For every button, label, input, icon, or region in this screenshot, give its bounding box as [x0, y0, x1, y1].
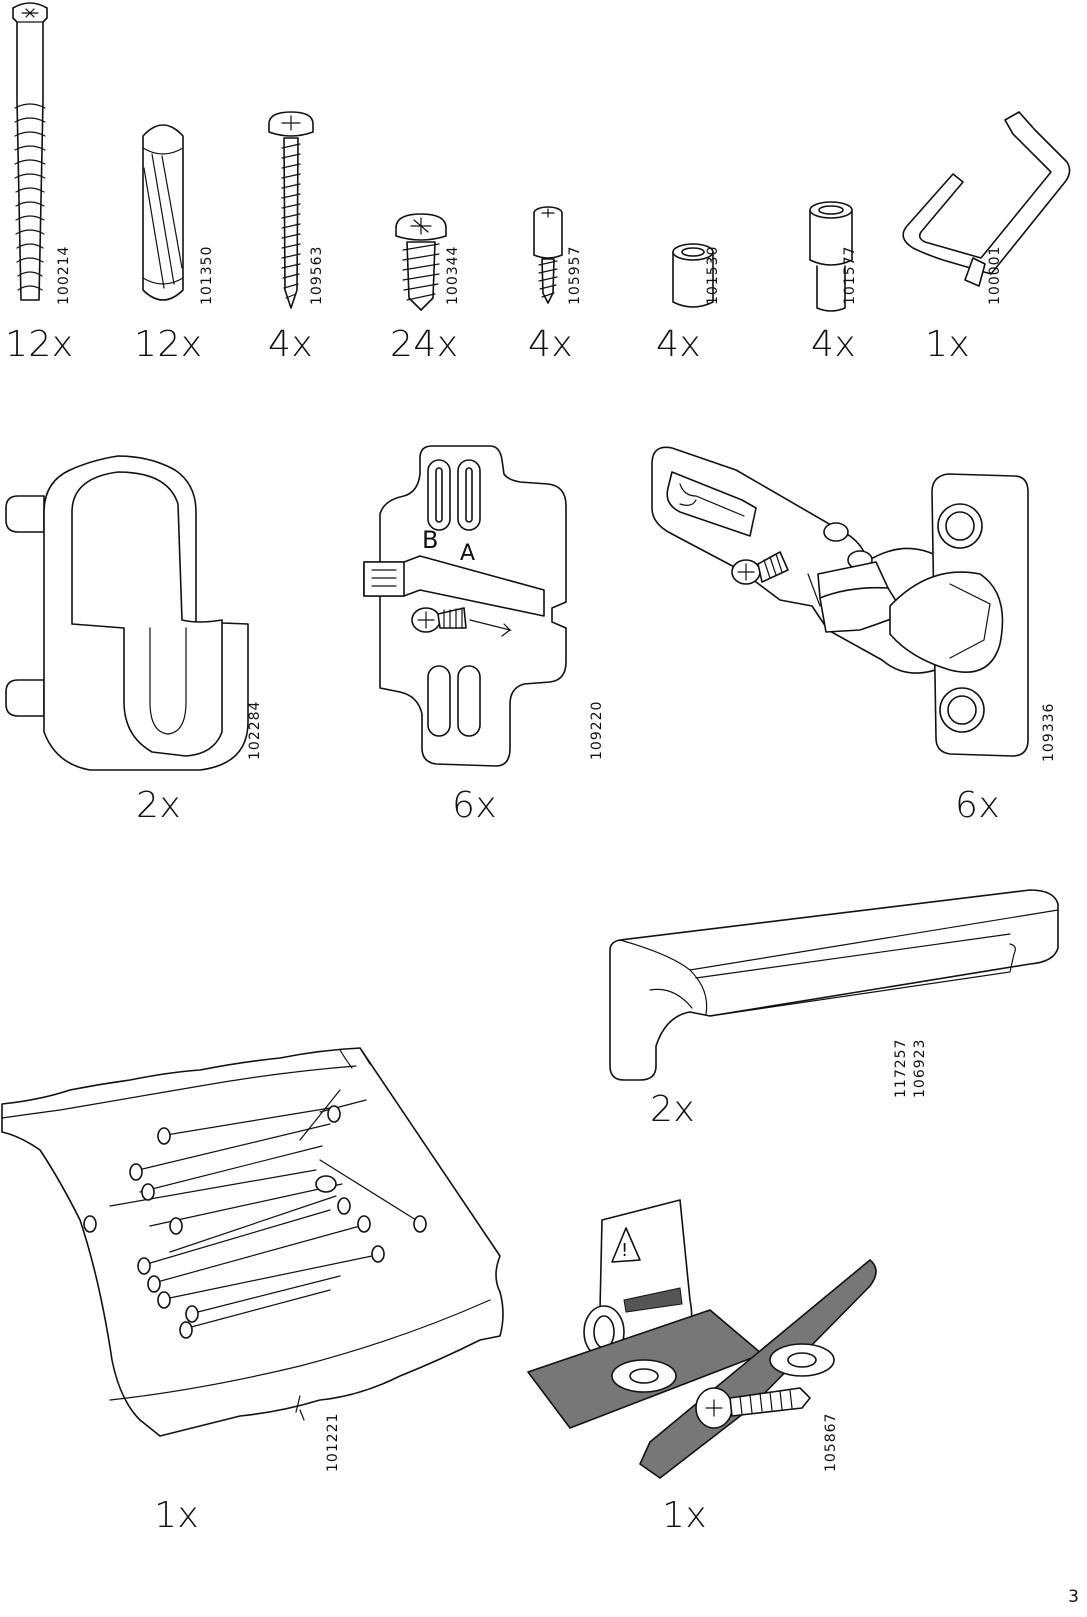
part-code: 109220	[589, 700, 605, 760]
part-100344: 100344 24x	[370, 0, 490, 370]
part-100001: 100001 1x	[895, 0, 1087, 370]
long-cam-bolt-icon	[10, 0, 50, 305]
part-code: 101530	[705, 245, 721, 305]
part-code: 105867	[823, 1412, 839, 1472]
part-109220: B A 109220 6x	[360, 440, 610, 824]
part-101221: 101221 1x	[0, 1040, 560, 1540]
part-quantity: 6x	[955, 785, 1001, 826]
part-105867: ! 105867 1x	[540, 1190, 900, 1540]
part-code: 117257 106923	[893, 1038, 928, 1098]
wall-anchor-kit-icon: !	[540, 1200, 890, 1490]
part-101577: 101577 4x	[755, 0, 895, 370]
part-quantity: 2x	[650, 1089, 696, 1130]
allen-key-icon	[895, 108, 1075, 313]
part-code-line-2: 106923	[912, 1038, 928, 1098]
long-screw-icon	[266, 110, 316, 310]
part-quantity: 12x	[134, 324, 203, 365]
part-quantity: 1x	[154, 1495, 200, 1536]
part-105957: 105957 4x	[490, 0, 620, 370]
mounting-plate-icon: B A	[360, 444, 590, 774]
part-code: 102284	[247, 700, 263, 760]
part-quantity: 4x	[811, 324, 857, 365]
part-code: 105957	[567, 245, 583, 305]
part-quantity: 24x	[390, 324, 459, 365]
hanging-bracket-icon	[0, 452, 250, 782]
part-code: 101350	[199, 245, 215, 305]
part-quantity: 6x	[452, 785, 498, 826]
plate-letter-a: A	[460, 541, 475, 566]
part-code: 101577	[842, 245, 858, 305]
part-code: 100344	[445, 245, 461, 305]
wood-dowel-icon	[138, 118, 188, 306]
part-100214: 100214 12x	[0, 0, 120, 370]
part-109336: 109336 6x	[650, 430, 1087, 824]
warning-symbol: !	[621, 1240, 628, 1261]
part-code: 100214	[56, 245, 72, 305]
shelf-pin-icon	[807, 200, 855, 314]
part-quantity: 4x	[268, 324, 314, 365]
part-109563: 109563 4x	[250, 0, 370, 370]
part-code: 101221	[325, 1412, 341, 1472]
part-quantity: 1x	[925, 324, 971, 365]
page-number: 3	[1068, 1587, 1079, 1607]
part-117257-106923: 117257 106923 2x	[610, 890, 1087, 1160]
part-quantity: 2x	[136, 785, 182, 826]
part-102284: 102284 2x	[0, 440, 270, 824]
plate-letter-b: B	[422, 526, 438, 554]
short-screw-icon	[393, 212, 449, 312]
part-code-line-1: 117257	[893, 1038, 909, 1098]
spacer-sleeve-icon	[670, 242, 716, 312]
part-code: 109336	[1041, 702, 1057, 762]
hinge-icon	[650, 444, 1050, 784]
small-screw-icon	[530, 205, 566, 305]
part-quantity: 4x	[528, 324, 574, 365]
part-101350: 101350 12x	[120, 0, 250, 370]
part-code: 100001	[987, 245, 1003, 305]
part-quantity: 4x	[656, 324, 702, 365]
nail-bag-icon	[0, 1040, 520, 1480]
part-quantity: 12x	[5, 324, 74, 365]
handle-rail-icon	[610, 890, 1087, 1110]
part-code: 109563	[309, 245, 325, 305]
part-101530: 101530 4x	[620, 0, 755, 370]
part-quantity: 1x	[662, 1495, 708, 1536]
